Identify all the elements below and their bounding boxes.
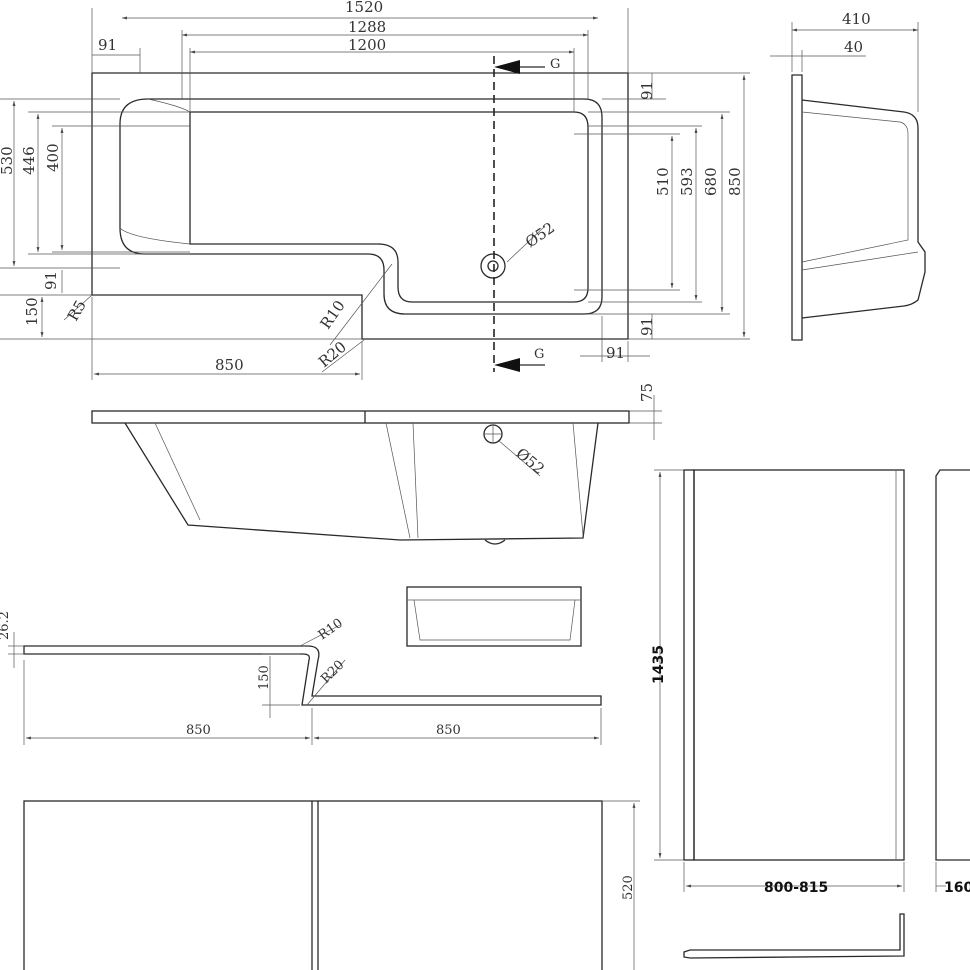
plan-waste-inner	[487, 260, 499, 272]
waste-diameter-plan: Ø52	[522, 219, 558, 252]
dim-1520: 1520	[345, 0, 383, 16]
dim-150-left: 150	[23, 297, 41, 326]
dim-91-right-top: 91	[638, 81, 656, 100]
dim-91-top: 91	[98, 36, 117, 54]
dim-680: 680	[702, 167, 720, 196]
plan-basin-outer	[119, 98, 603, 315]
section-label-top: G	[550, 57, 560, 72]
dim-26-2: 26.2	[0, 611, 12, 640]
dim-150-profile: 150	[257, 665, 272, 690]
end-view: 410 40	[770, 10, 926, 341]
plan-view: G G 1520 1288 1200 91 530	[0, 0, 750, 380]
radius-r10-profile: R10	[316, 616, 346, 643]
dim-520: 520	[621, 875, 636, 900]
dim-850-profile-right: 850	[436, 723, 461, 738]
waste-diameter-side: Ø52	[512, 444, 548, 478]
plan-waste-outer	[480, 253, 506, 279]
section-label-bottom: G	[534, 347, 544, 362]
dim-91-bottom-right: 91	[606, 344, 625, 362]
screen-profile-view: 26.2 R10 R20 150 850 850	[0, 611, 602, 745]
dim-75: 75	[638, 383, 656, 402]
dim-1200: 1200	[348, 36, 386, 54]
radius-r5: R5	[64, 297, 90, 324]
dim-400: 400	[44, 143, 62, 172]
dim-410: 410	[842, 10, 871, 28]
plan-outline	[91, 72, 629, 340]
dim-850-profile-left: 850	[186, 723, 211, 738]
dim-530: 530	[0, 146, 16, 175]
dim-510: 510	[654, 167, 672, 196]
plan-basin-inner	[189, 111, 589, 303]
dim-1288: 1288	[348, 18, 386, 36]
side-view: Ø52 75	[91, 383, 662, 545]
dim-446: 446	[20, 146, 38, 175]
radius-r20-plan: R20	[315, 338, 350, 371]
end-panel-view	[406, 586, 582, 647]
dim-800-815: 800-815	[764, 880, 828, 896]
dim-1435: 1435	[651, 645, 667, 684]
dim-850-right: 850	[726, 167, 744, 196]
dim-91-right-low: 91	[638, 317, 656, 336]
dim-593: 593	[678, 167, 696, 196]
dim-91-left-low: 91	[42, 271, 60, 290]
dim-160: 160	[944, 880, 970, 896]
shower-screen-view: 1435 800-815 160	[651, 469, 970, 959]
front-panel-view: 520	[23, 800, 640, 970]
dim-850-plan: 850	[215, 356, 244, 374]
dim-40: 40	[844, 38, 863, 56]
